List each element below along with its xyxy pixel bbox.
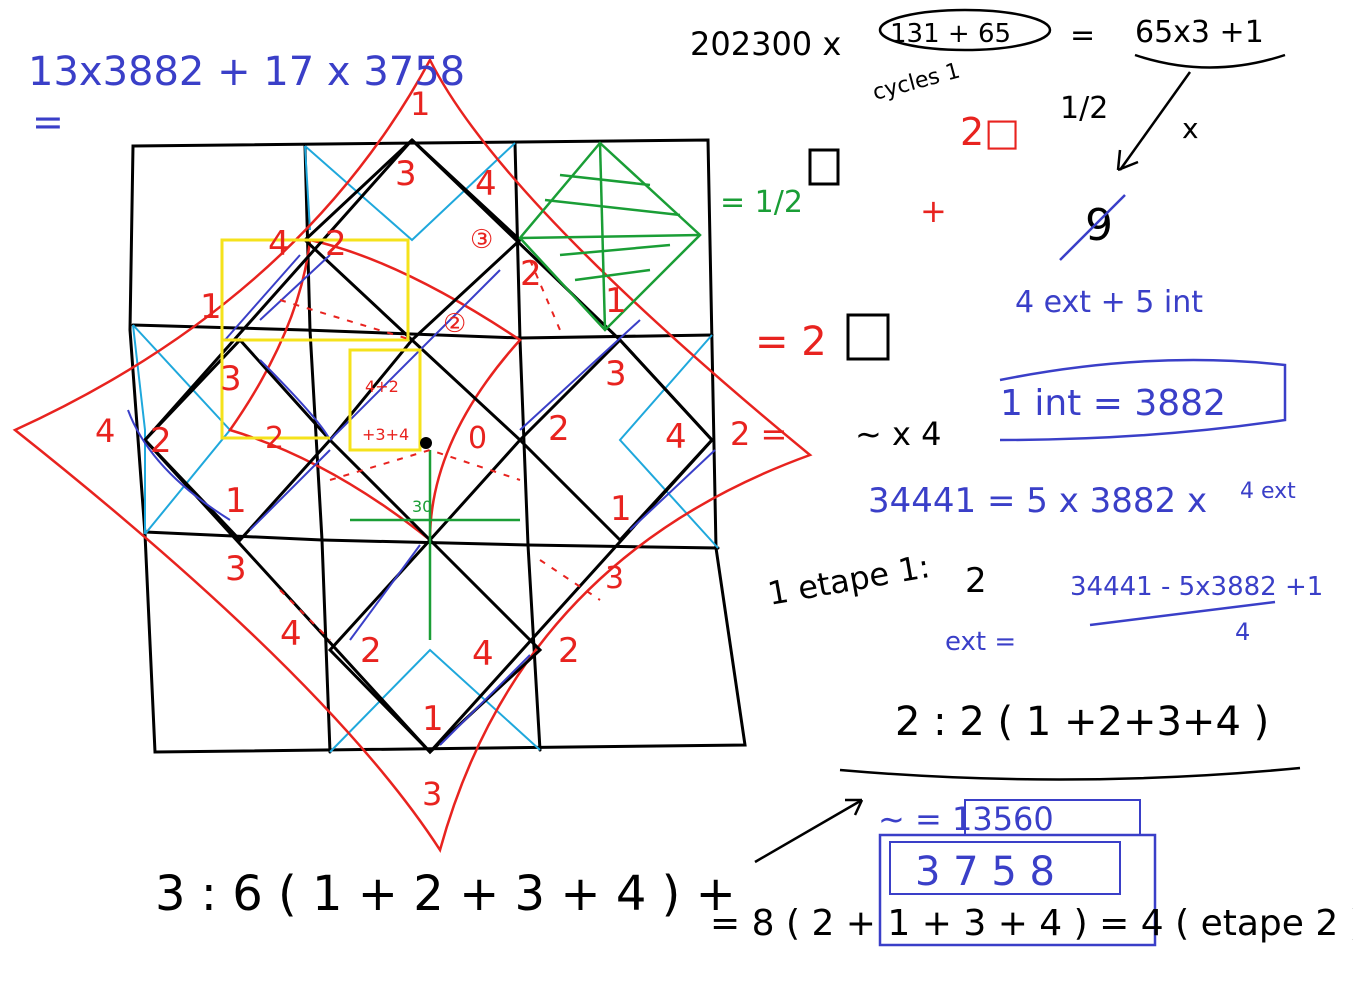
etape-two: 2: [965, 561, 987, 601]
arrow-to-approx: [754, 798, 863, 864]
label-n4e: 4: [472, 634, 494, 674]
label-n1d: 1: [610, 489, 632, 529]
label-n3b: 3: [605, 354, 627, 394]
two-square-eq: = 2: [755, 319, 827, 365]
line-two: 2 : 2 ( 1 +2+3+4 ): [895, 699, 1269, 745]
green-diamond: [350, 141, 702, 640]
label-n3e: 3: [605, 561, 624, 596]
formula-c: 65x3 +1: [1135, 15, 1264, 50]
red-dotted: [279, 259, 601, 641]
fraction-den: 4: [1235, 618, 1250, 646]
arrow-label: x: [1182, 112, 1199, 145]
label-n2b: 2: [520, 254, 542, 294]
etape-one: 1 etape 1:: [765, 547, 933, 613]
label-n3b2: 3: [220, 359, 242, 399]
plus-red: +: [920, 192, 947, 230]
blue-strokes: [127, 254, 716, 746]
half-square-eq: = 1/2: [720, 185, 803, 220]
times-four: ~ x 4: [855, 415, 941, 453]
label-n2a: 2: [325, 224, 347, 264]
nine: 9: [1085, 200, 1113, 251]
label-n4b: 4: [268, 224, 290, 264]
label-n2f: 2: [265, 421, 284, 456]
top-left-expression: 13x3882 + 17 x 3758 =: [28, 49, 465, 144]
label-center-b: +3+4: [362, 425, 409, 444]
diagram-labels: 1 4 2 = 3 3 4 ③ 4 2 1 2 ② 2 1 3 3 2 4 3 …: [95, 85, 787, 813]
label-n1c: 1: [225, 481, 247, 521]
label-bottom: 3: [422, 775, 442, 813]
black-grid: [128, 138, 747, 754]
label-n2g: 2: [360, 631, 382, 671]
four-ext: 4 ext: [1240, 479, 1296, 504]
formula-a: 202300 x: [690, 25, 841, 63]
formula-circled: 131 + 65: [890, 19, 1011, 49]
half-square-box: [808, 148, 840, 186]
label-n4c: 4: [665, 417, 687, 457]
center-point: [420, 437, 432, 449]
half-label: 1/2: [1060, 91, 1108, 126]
boxed-inner: [889, 841, 1121, 895]
bottom-notes: 3 : 6 ( 1 + 2 + 3 + 4 ) +: [155, 866, 736, 922]
label-n3d: 3: [225, 549, 247, 589]
ext-int: 4 ext + 5 int: [1015, 285, 1203, 320]
arrow-to-approx-head: [845, 798, 864, 816]
boxed-frame: [878, 833, 1157, 947]
label-n4d: 4: [280, 614, 302, 654]
label-n2h: 2: [558, 631, 580, 671]
ext-label: ext =: [945, 627, 1016, 657]
brace-top: [1134, 53, 1286, 69]
boxed-3758: 3 7 5 8: [915, 849, 1055, 895]
top-right-notes: 202300 x 131 + 65 = 65x3 +1 cycles 1 1/2…: [690, 8, 1353, 947]
label-n2d: 2: [150, 421, 172, 461]
nine-strike: [1059, 194, 1126, 261]
label-n30: 30: [412, 497, 432, 516]
label-top: 1: [410, 85, 430, 123]
expr-equals: =: [32, 100, 64, 144]
label-n3a: 3: [395, 154, 417, 194]
label-left: 4: [95, 412, 115, 450]
label-n2c: ②: [443, 309, 466, 339]
label-n4a: 4: [475, 164, 497, 204]
brace-bottom: [839, 766, 1301, 781]
eq-34441: 34441 = 5 x 3882 x: [868, 481, 1207, 521]
fraction-bar: [1089, 600, 1276, 627]
label-right: 2 =: [730, 415, 787, 453]
label-n0: 0: [468, 421, 487, 456]
arrow-down: [1118, 71, 1192, 171]
two-square-box: [846, 313, 890, 361]
formula-b: =: [1070, 18, 1095, 53]
two-square: 2□: [960, 110, 1020, 154]
line-eight: = 8 ( 2 + 1 + 3 + 4 ) = 4 ( etape 2 ): [710, 903, 1353, 944]
label-n1b: 1: [605, 281, 627, 321]
label-n1e: 1: [422, 699, 444, 739]
expr-13x3882: 13x3882 + 17 x 3758: [28, 49, 465, 95]
label-n3c: ③: [470, 225, 493, 255]
cycles-label: cycles 1: [870, 59, 963, 106]
black-diamonds: [142, 137, 715, 755]
label-center-a: 4+2: [365, 377, 399, 396]
label-n1a: 1: [200, 287, 222, 327]
one-int: 1 int = 3882: [1000, 383, 1226, 424]
formula-circle: [878, 8, 1052, 52]
label-n2e: 2: [548, 409, 570, 449]
fraction-num: 34441 - 5x3882 +1: [1070, 572, 1323, 602]
int-box: [999, 358, 1287, 442]
arrow-head: [1116, 149, 1139, 172]
yellow-squares: [220, 238, 422, 452]
line-three: 3 : 6 ( 1 + 2 + 3 + 4 ) +: [155, 866, 736, 922]
